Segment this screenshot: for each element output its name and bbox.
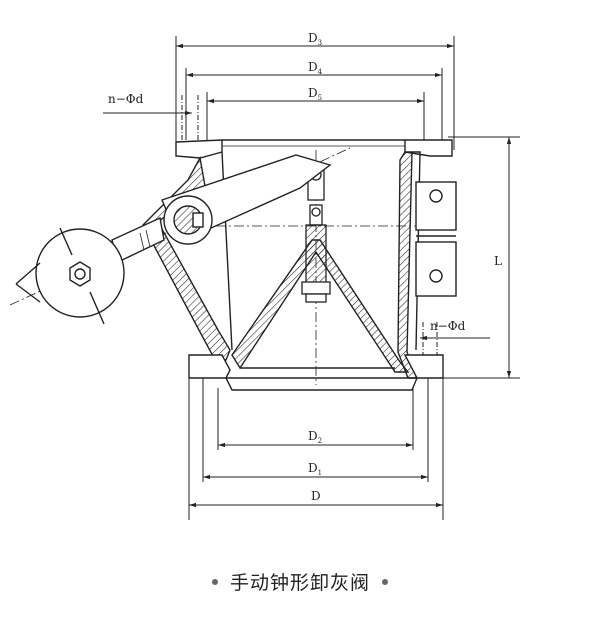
label-d5: D5 — [308, 86, 322, 102]
label-bolt-top: n−Φd — [108, 92, 144, 106]
dimension-d5 — [206, 92, 425, 140]
label-d2: D2 — [308, 429, 322, 445]
label-d3: D3 — [308, 31, 322, 47]
bullet-left-icon — [211, 578, 218, 585]
dimension-d1 — [202, 378, 429, 482]
dimension-d3 — [175, 36, 455, 150]
dimension-d — [188, 378, 444, 520]
label-length: L — [494, 254, 502, 268]
bolt-hole-leader-right — [420, 322, 490, 378]
counterweight — [15, 216, 165, 325]
caption-text: 手动钟形卸灰阀 — [229, 572, 370, 594]
label-d1: D1 — [308, 461, 322, 477]
bolt-hole-leader-top — [103, 95, 199, 150]
label-d4: D4 — [308, 60, 323, 76]
label-d: D — [311, 489, 321, 503]
dimension-d4 — [185, 68, 443, 140]
dimension-labels: D3 D4 D5 D2 D1 D L n−Φd n−Φd — [108, 31, 502, 503]
bell-stem — [301, 169, 331, 303]
dimension-d2 — [217, 388, 414, 450]
inspection-lugs — [415, 181, 457, 297]
lever-arm — [161, 154, 332, 245]
label-bolt-right: n−Φd — [430, 319, 466, 333]
caption: 手动钟形卸灰阀 — [0, 568, 600, 595]
valve-body — [142, 139, 453, 391]
dimension-l — [440, 136, 520, 379]
bullet-right-icon — [382, 578, 388, 585]
